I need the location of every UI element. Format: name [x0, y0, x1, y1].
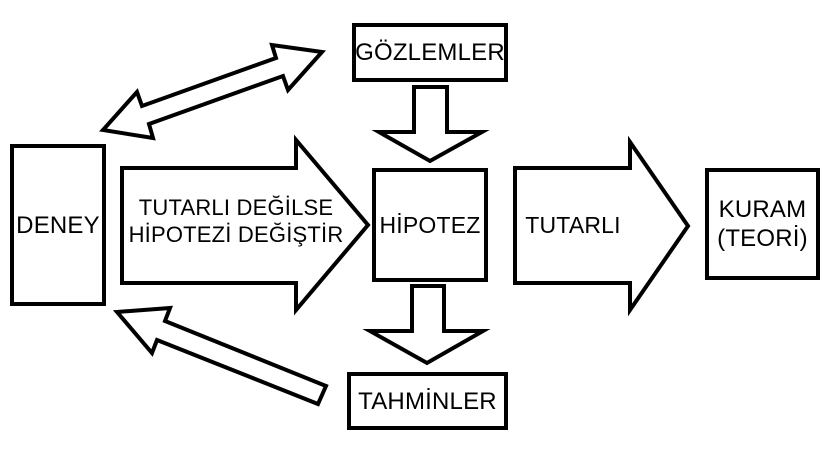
node-gozlemler: GÖZLEMLER [352, 23, 508, 82]
node-kuram-label-line1: KURAM [718, 196, 807, 223]
node-kuram-label-line2: (TEORİ) [717, 225, 808, 252]
block-arrow-gozlemler-to-hipotez [371, 85, 490, 164]
node-tahminler: TAHMİNLER [347, 372, 508, 430]
block-arrow-hipotez-to-kuram [513, 135, 691, 317]
node-kuram: KURAM (TEORİ) [705, 168, 820, 280]
edge-label-not-consistent-line2: HİPOTEZİ DEĞİŞTİR [128, 222, 344, 247]
node-deney-label: DENEY [16, 211, 100, 239]
edge-label-not-consistent-line1: TUTARLI DEĞİLSE [138, 195, 334, 220]
node-deney: DENEY [10, 144, 106, 306]
double-arrow-deney-gozlemler [99, 42, 326, 141]
edge-label-not-consistent: TUTARLI DEĞİLSE HİPOTEZİ DEĞİŞTİR [122, 194, 350, 248]
node-hipotez-label: HİPOTEZ [379, 211, 481, 238]
node-hipotez: HİPOTEZ [372, 168, 488, 282]
edge-label-consistent: TUTARLI [525, 212, 621, 238]
node-gozlemler-label: GÖZLEMLER [355, 39, 505, 66]
arrow-tahminler-to-deney [112, 305, 329, 407]
block-arrow-hipotez-to-tahminler [362, 284, 491, 366]
block-arrow-deney-to-hipotez [120, 134, 371, 316]
node-tahminler-label: TAHMİNLER [358, 387, 497, 415]
